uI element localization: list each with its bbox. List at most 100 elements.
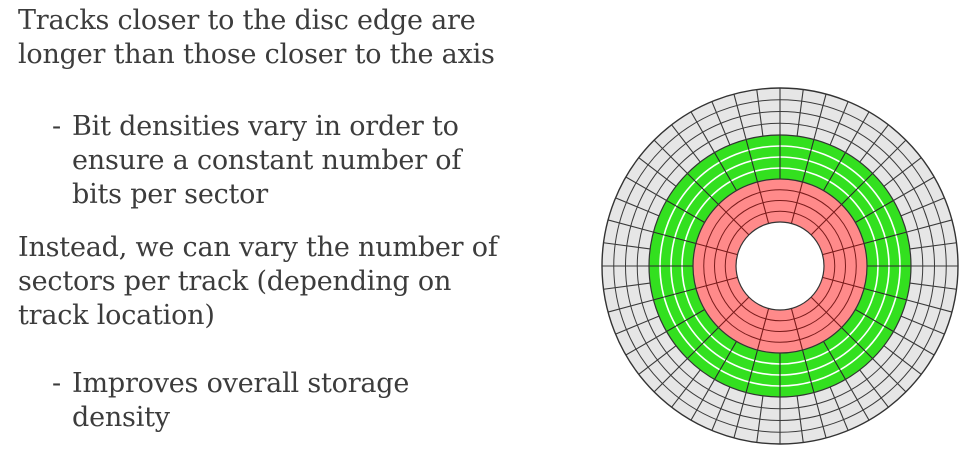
sector-line <box>900 315 945 335</box>
sector-line <box>822 242 865 256</box>
sector-line <box>801 139 815 183</box>
sector-line <box>855 200 894 223</box>
sector-line <box>690 379 715 421</box>
paragraph-tracks: Tracks closer to the disc edge are longe… <box>18 4 495 72</box>
bullet-line: bits per sector <box>72 179 268 210</box>
sector-line <box>756 89 764 137</box>
sector-line <box>822 276 865 290</box>
sector-line <box>872 139 907 174</box>
sector-line <box>863 287 907 301</box>
sector-line <box>745 349 759 393</box>
sector-line <box>909 282 957 290</box>
spindle-hole <box>736 222 824 310</box>
bullet-dash: - <box>52 111 61 142</box>
sector-line <box>714 152 737 191</box>
sector-line <box>796 89 804 137</box>
paragraph-sectors: Instead, we can vary the number of secto… <box>18 231 498 333</box>
bullet-line: Improves overall storage <box>72 368 410 399</box>
sector-line <box>653 139 688 174</box>
sector-line <box>855 309 894 332</box>
sector-line <box>829 101 849 146</box>
bullet-text: Bit densities vary in order to ensure a … <box>72 110 461 212</box>
sector-line <box>711 386 731 431</box>
sector-line <box>718 296 750 328</box>
paragraph-line: track location) <box>18 300 215 331</box>
sector-line <box>900 197 945 217</box>
spindle-hole-edge <box>735 221 825 311</box>
sector-line <box>756 181 770 224</box>
sector-line <box>906 219 953 233</box>
sector-line <box>615 315 660 335</box>
sector-line <box>841 172 874 205</box>
sector-line <box>625 331 667 356</box>
sector-line <box>790 308 804 351</box>
sector-line <box>845 111 870 153</box>
sector-line <box>863 231 907 245</box>
sector-line <box>653 231 697 245</box>
sector-line <box>607 299 654 313</box>
sector-line <box>810 204 842 236</box>
sector-line <box>813 93 827 140</box>
sector-line <box>909 242 957 250</box>
sector-line <box>893 331 935 356</box>
sector-line <box>872 358 907 393</box>
track-line <box>703 189 857 343</box>
sector-line <box>653 358 688 393</box>
sector-line <box>686 172 719 205</box>
sector-line <box>823 152 846 191</box>
bullet-line: Bit densities vary in order to <box>72 111 459 142</box>
sector-line <box>893 176 935 201</box>
sector-line <box>714 341 737 380</box>
sector-line <box>695 242 738 256</box>
sector-line <box>625 176 667 201</box>
bullet-dash: - <box>52 368 61 399</box>
sector-line <box>603 282 651 290</box>
sector-line <box>859 124 889 163</box>
paragraph-line: Instead, we can vary the number of <box>18 232 498 263</box>
sector-line <box>813 392 827 439</box>
sector-line <box>671 369 701 408</box>
zone-boundary <box>601 87 959 445</box>
paragraph-line: sectors per track (depending on <box>18 266 452 297</box>
sector-line <box>841 327 874 360</box>
sector-line <box>823 341 846 380</box>
sector-line <box>638 157 677 187</box>
sector-line <box>607 219 654 233</box>
sector-line <box>829 386 849 431</box>
sector-line <box>718 204 750 236</box>
sector-line <box>801 349 815 393</box>
sector-line <box>690 111 715 153</box>
sector-line <box>733 392 747 439</box>
bullet-line: ensure a constant number of <box>72 145 462 176</box>
paragraph-line: longer than those closer to the axis <box>18 39 495 70</box>
sector-line <box>906 299 953 313</box>
sector-line <box>638 345 677 375</box>
sector-line <box>859 369 889 408</box>
sector-line <box>603 242 651 250</box>
sector-line <box>883 345 922 375</box>
sector-line <box>671 124 701 163</box>
zone-boundary <box>648 134 912 398</box>
sector-line <box>653 287 697 301</box>
sector-line <box>666 200 705 223</box>
sector-line <box>756 308 770 351</box>
sector-line <box>790 181 804 224</box>
disc-diagram <box>601 87 959 445</box>
sector-line <box>745 139 759 183</box>
sector-line <box>810 296 842 328</box>
sector-line <box>756 395 764 443</box>
sector-line <box>686 327 719 360</box>
paragraph-line: Tracks closer to the disc edge are <box>18 5 476 36</box>
track-line <box>724 210 836 322</box>
sector-line <box>883 157 922 187</box>
track-line <box>714 200 846 332</box>
sector-line <box>711 101 731 146</box>
sector-line <box>796 395 804 443</box>
sector-line <box>666 309 705 332</box>
bullet-text: Improves overall storage density <box>72 367 409 435</box>
sector-line <box>615 197 660 217</box>
zone-boundary <box>692 178 868 354</box>
sector-line <box>845 379 870 421</box>
bullet-line: density <box>72 402 170 433</box>
sector-line <box>695 276 738 290</box>
